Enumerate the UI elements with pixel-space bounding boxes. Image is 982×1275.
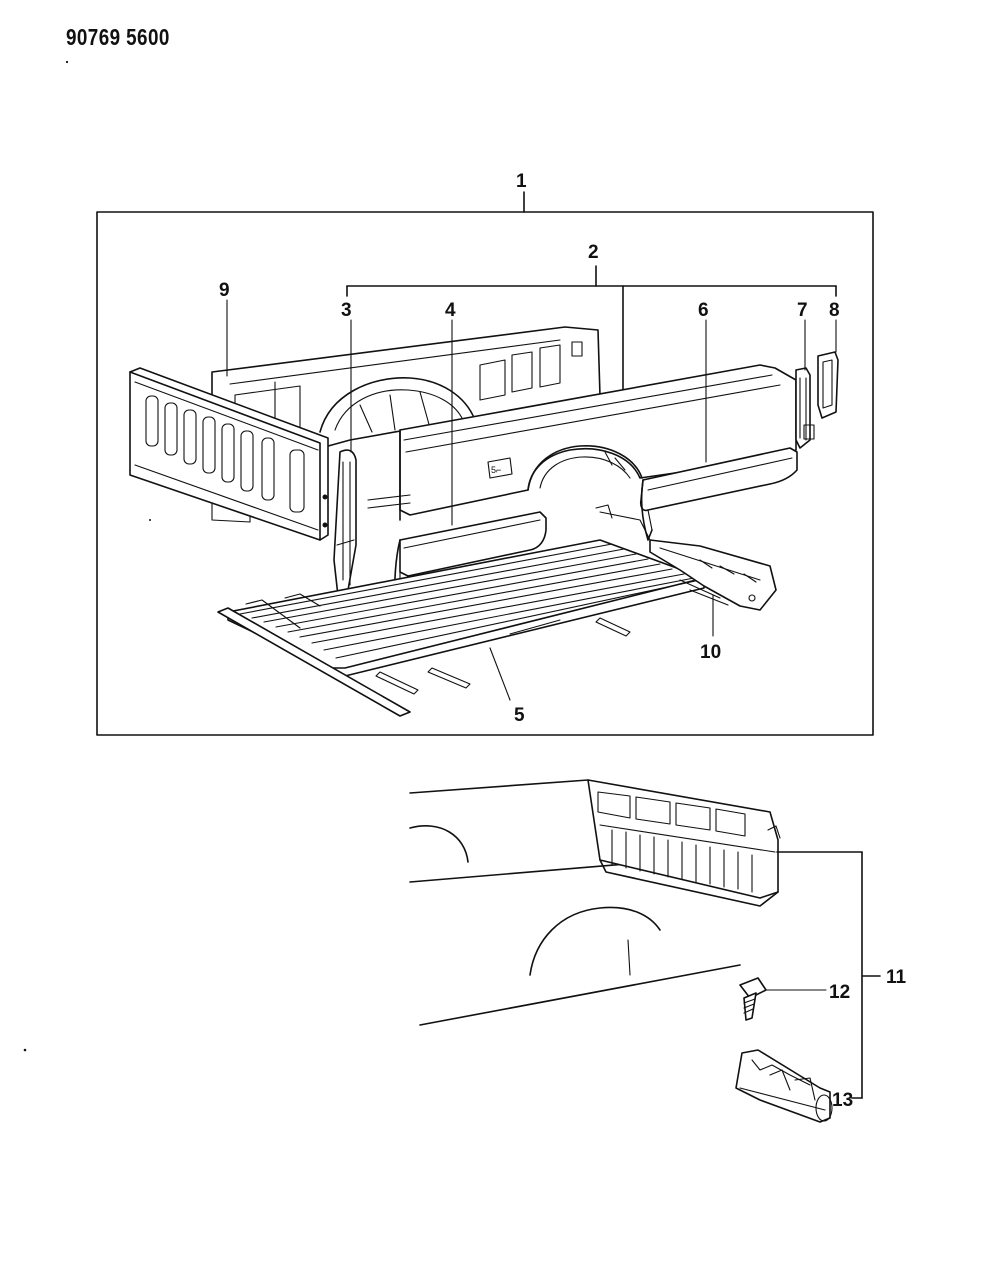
callout-5: 5	[514, 705, 525, 726]
callout-6: 6	[698, 300, 709, 321]
hinge-13	[735, 1049, 833, 1123]
rear-view-detail	[409, 779, 781, 1026]
callout-3: 3	[341, 300, 352, 321]
front-panel-10	[595, 504, 777, 611]
bed-side-panel-right: 5⌐	[367, 364, 797, 521]
bolt-12	[739, 977, 767, 1021]
striker-bracket-7	[795, 367, 815, 449]
bracket-11	[761, 851, 881, 1099]
callout-10: 10	[700, 642, 721, 663]
bracket-8	[817, 351, 839, 419]
tailgate-9	[129, 367, 329, 541]
bracket-2	[346, 265, 837, 396]
callout-12: 12	[829, 982, 850, 1003]
document-number: 90769 5600	[66, 24, 170, 50]
wheelhouse-panel-4	[393, 511, 547, 613]
side-molding-6	[639, 447, 798, 541]
callout-8: 8	[829, 300, 840, 321]
svg-text:5⌐: 5⌐	[491, 465, 501, 475]
callout-1: 1	[516, 171, 527, 192]
callout-4: 4	[445, 300, 456, 321]
callout-9: 9	[219, 280, 230, 301]
callout-7: 7	[797, 300, 808, 321]
bed-side-pillar-3	[333, 449, 357, 597]
callout-13: 13	[832, 1090, 853, 1111]
leaders-top	[226, 299, 837, 701]
assembly-frame	[96, 211, 874, 736]
callout-11: 11	[886, 967, 907, 988]
callout-2: 2	[588, 242, 599, 263]
bed-floor-5	[217, 539, 705, 717]
